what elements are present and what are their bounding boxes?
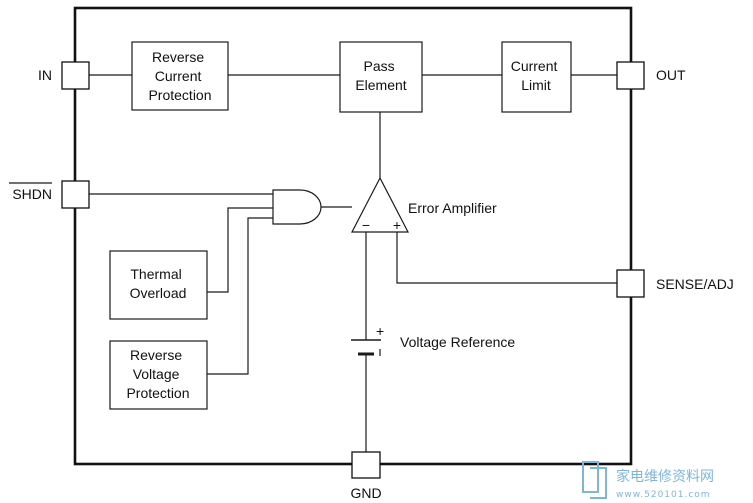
reverse-voltage-protection-block: Reverse Voltage Protection xyxy=(109,340,208,410)
block-text-line: Overload xyxy=(130,285,187,301)
ref-plus-sign: + xyxy=(376,323,384,339)
block-text-line: Thermal xyxy=(130,266,181,282)
wiring xyxy=(89,74,617,452)
pin-gnd xyxy=(351,451,381,479)
thermal-overload-block: Thermal Overload xyxy=(109,250,208,320)
watermark: 家电维修资料网 www.520101.com xyxy=(582,461,714,500)
pin-label-in: IN xyxy=(38,67,52,83)
block-text-line: Protection xyxy=(126,385,189,401)
block-text-line: Element xyxy=(355,77,406,93)
pin-label-shdn: SHDN xyxy=(12,186,52,202)
block-text-line: Current xyxy=(511,58,558,74)
amp-plus-sign: + xyxy=(393,217,401,233)
block-text-line: Current xyxy=(155,68,202,84)
amp-minus-sign: − xyxy=(362,217,370,233)
svg-text:Reverse Voltage Pr: Reverse Voltage Protection xyxy=(126,347,189,401)
pin-label-out: OUT xyxy=(656,67,686,83)
svg-text:Current Limit: Current Limit xyxy=(511,58,562,93)
block-text-line: Pass xyxy=(363,58,394,74)
watermark-title: 家电维修资料网 xyxy=(616,468,714,485)
block-text-line: Reverse xyxy=(130,347,182,363)
voltage-reference-symbol xyxy=(351,339,381,356)
pin-label-gnd: GND xyxy=(350,485,381,501)
error-amplifier-label: Error Amplifier xyxy=(408,200,497,216)
reverse-current-protection-block: Reverse Current Protection xyxy=(131,41,229,111)
svg-text:Reverse Current Pr: Reverse Current Protection xyxy=(148,49,211,103)
block-text-line: Protection xyxy=(148,87,211,103)
block-text-line: Voltage xyxy=(133,366,180,382)
pin-label-sense-adj: SENSE/ADJ xyxy=(656,276,734,292)
voltage-reference-label: Voltage Reference xyxy=(400,334,515,350)
pin-shdn xyxy=(61,180,90,209)
pin-in xyxy=(61,61,90,90)
block-text-line: Reverse xyxy=(152,49,204,65)
svg-text:Pass Element: Pass Element xyxy=(355,58,406,93)
current-limit-block: Current Limit xyxy=(501,41,572,113)
block-text-line: Limit xyxy=(521,77,551,93)
svg-text:Thermal Overload: Thermal Overload xyxy=(130,266,187,301)
pass-element-block: Pass Element xyxy=(339,41,423,113)
watermark-logo-icon xyxy=(582,461,607,499)
pin-out xyxy=(616,61,645,90)
watermark-url: www.520101.com xyxy=(616,490,711,500)
pin-sense-adj xyxy=(616,269,645,298)
error-amplifier-symbol xyxy=(351,176,409,233)
and-gate xyxy=(272,189,322,225)
